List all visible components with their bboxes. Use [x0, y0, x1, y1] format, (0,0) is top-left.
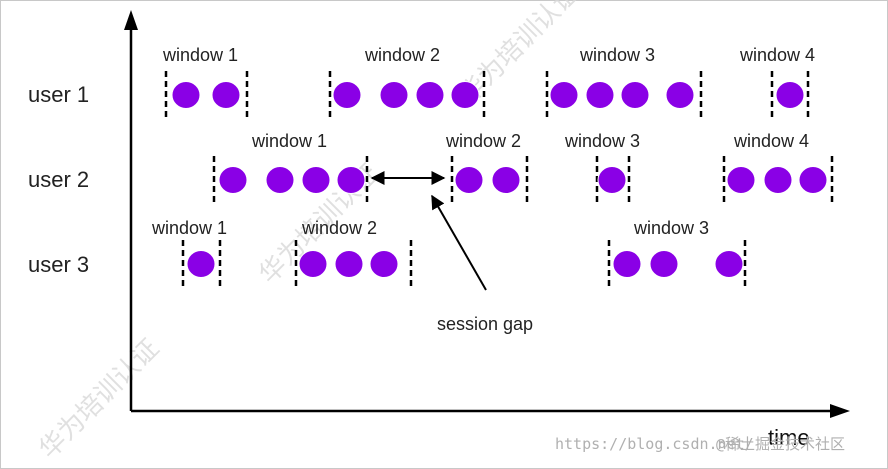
event-dot — [332, 81, 362, 109]
event-dot — [171, 81, 201, 109]
event-dot — [649, 250, 679, 278]
window-label: window 2 — [364, 45, 440, 65]
window-marks — [164, 71, 834, 286]
user-label: user 1 — [28, 82, 89, 107]
event-dot — [726, 166, 756, 194]
event-dot — [379, 81, 409, 109]
event-dot — [369, 250, 399, 278]
event-dot — [775, 81, 805, 109]
user-label: user 3 — [28, 252, 89, 277]
event-dot — [714, 250, 744, 278]
event-dot — [211, 81, 241, 109]
watermark-text: 华为培训认证 — [34, 333, 166, 465]
x-axis-arrowhead — [830, 404, 850, 418]
event-dot — [665, 81, 695, 109]
y-axis-arrowhead — [124, 10, 138, 30]
event-dot — [415, 81, 445, 109]
community-watermark: @稀土掘金技术社区 — [716, 435, 845, 453]
event-dot — [612, 250, 642, 278]
window-label: window 1 — [151, 218, 227, 238]
event-dot — [218, 166, 248, 194]
event-dot — [454, 166, 484, 194]
url-watermark: https://blog.csdn.net/ — [555, 435, 754, 453]
session-gap-pointer — [431, 194, 487, 291]
event-dot — [298, 250, 328, 278]
event-dot — [186, 250, 216, 278]
window-label: window 3 — [564, 131, 640, 151]
window-label: window 1 — [251, 131, 327, 151]
session-gap-label: session gap — [437, 314, 533, 334]
event-dot — [597, 166, 627, 194]
window-label: window 3 — [579, 45, 655, 65]
event-dot — [585, 81, 615, 109]
window-label: window 2 — [445, 131, 521, 151]
window-label: window 4 — [739, 45, 815, 65]
window-label: window 4 — [733, 131, 809, 151]
event-dot — [763, 166, 793, 194]
event-dot — [450, 81, 480, 109]
window-label: window 1 — [162, 45, 238, 65]
event-dot — [301, 166, 331, 194]
window-label: window 2 — [301, 218, 377, 238]
user-label: user 2 — [28, 167, 89, 192]
event-dot — [491, 166, 521, 194]
event-dot — [336, 166, 366, 194]
x-axis-label: time — [768, 425, 810, 450]
event-dot — [549, 81, 579, 109]
event-dot — [620, 81, 650, 109]
window-label: window 3 — [633, 218, 709, 238]
event-dot — [265, 166, 295, 194]
event-dot — [798, 166, 828, 194]
event-dot — [334, 250, 364, 278]
